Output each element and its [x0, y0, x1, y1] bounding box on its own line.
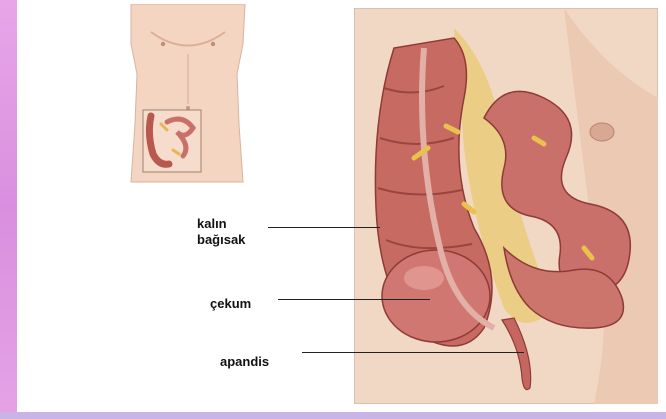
torso-thumbnail	[121, 4, 255, 190]
left-accent-bar	[0, 0, 17, 419]
right-nipple	[211, 42, 215, 46]
leader-line-large-intestine	[268, 227, 380, 228]
bottom-accent-bar	[0, 412, 666, 419]
label-appendix: apandis	[220, 354, 269, 370]
navel	[186, 106, 190, 110]
navel-fold	[590, 123, 614, 141]
leader-line-cecum	[278, 299, 430, 300]
label-cecum: çekum	[210, 296, 251, 312]
cecum-highlight	[404, 266, 444, 290]
cecum-pouch	[382, 250, 490, 342]
leader-line-appendix	[302, 352, 524, 353]
label-large-intestine: kalın bağısak	[197, 216, 267, 248]
left-nipple	[161, 42, 165, 46]
intestine-illustration	[354, 8, 658, 404]
